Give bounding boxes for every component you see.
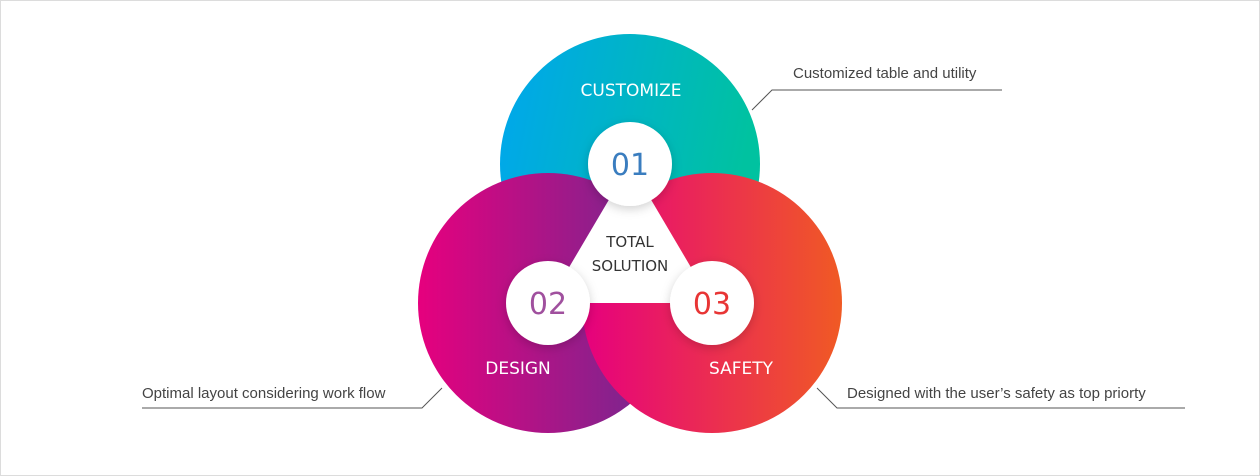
leader-line-design: [142, 387, 443, 409]
number-02: 02: [529, 287, 567, 322]
caption-safety: Designed with the user’s safety as top p…: [847, 385, 1146, 402]
center-triangle: [548, 164, 712, 303]
badge-01: [588, 122, 672, 206]
badge-03: [670, 261, 754, 345]
number-03: 03: [693, 287, 731, 322]
label-safety: SAFETY: [709, 359, 774, 379]
caption-customize: Customized table and utility: [793, 65, 977, 82]
caption-design: Optimal layout considering work flow: [142, 385, 386, 402]
leader-line-safety: [816, 387, 1185, 409]
center-label-line2: SOLUTION: [592, 257, 669, 275]
label-customize: CUSTOMIZE: [581, 81, 682, 101]
center-label-line1: TOTAL: [605, 233, 654, 251]
leader-line-customize: [751, 89, 1002, 111]
label-design: DESIGN: [485, 359, 551, 379]
badge-02: [506, 261, 590, 345]
number-01: 01: [611, 148, 649, 183]
